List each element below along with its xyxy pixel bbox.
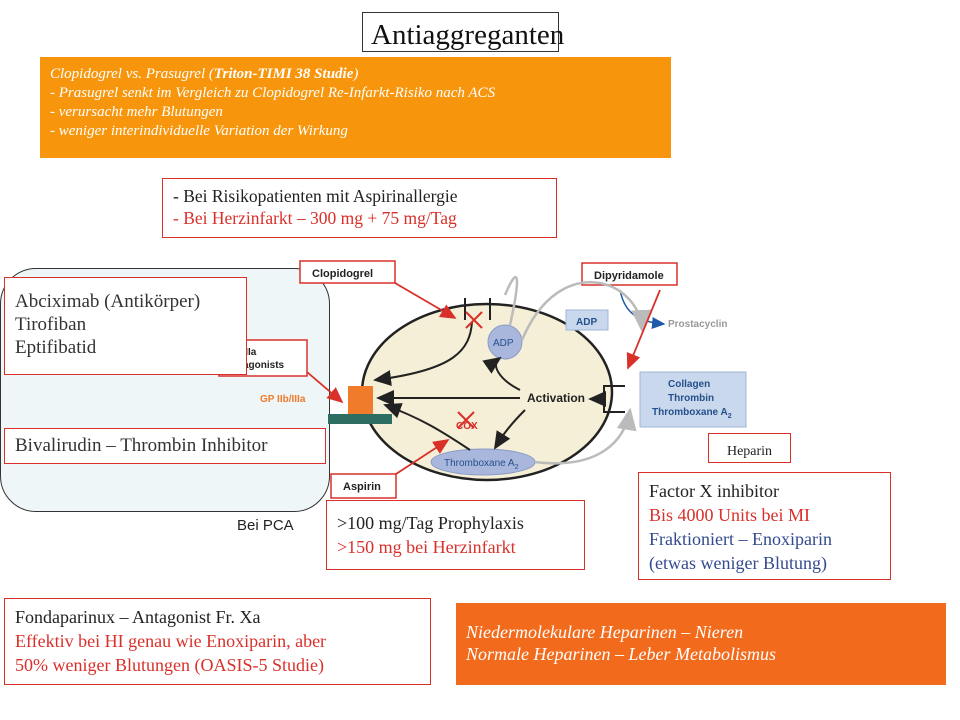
metabolism-line-2: Normale Heparinen – Leber Metabolismus [466,644,776,664]
risk-line-1: - Bei Risikopatienten mit Aspirinallergi… [173,186,458,206]
activation-to-cox-arrow [493,409,526,450]
adp-box [565,309,609,331]
bivalirudin-box: Bivalirudin – Thrombin Inhibitor [4,428,326,464]
gp-receptor-label: GP IIb/IIIa [260,394,306,405]
clopidogrel-label-box [299,260,396,284]
cox-block-x [457,411,475,429]
activation-label: Activation [527,391,585,405]
activation-to-adp-arrow [482,356,521,391]
thromboxane-release-arrow [534,407,637,465]
thromboxane-label: Thromboxane A2 [444,458,519,471]
fonda-line-2: Effektiv bei HI genau wie Enoxiparin, ab… [15,631,327,651]
drug-eptifibatid: Eptifibatid [15,337,97,358]
txa2-signal-arrow [383,403,471,451]
thrombin-label: Thrombin [668,393,714,404]
factor-x-inhibitor-box: Factor X inhibitor Bis 4000 Units bei MI… [638,472,891,580]
adp-circle-label: ADP [493,338,514,349]
prophylaxis-line: >100 mg/Tag Prophylaxis [337,513,524,533]
dipyridamole-label: Dipyridamole [594,270,664,282]
aspirin-label: Aspirin [343,481,381,493]
fibrinogen-membrane [328,414,392,424]
cox-label: COX [456,421,478,432]
heparin-metabolism-note: Niedermolekulare Heparinen – Nieren Norm… [456,603,946,685]
gp-antagonists-drug-list: Abciximab (Antikörper) Tirofiban Eptifib… [4,277,247,375]
dipyridamole-label-box [581,262,678,286]
clopidogrel-indication-box: - Bei Risikopatienten mit Aspirinallergi… [162,178,557,238]
factor-x-line-3: Fraktioniert – Enoxiparin [649,529,832,549]
drug-tirofiban: Tirofiban [15,314,87,335]
fonda-line-1: Fondaparinux – Antagonist Fr. Xa [15,607,261,627]
note-line-4: - weniger interindividuelle Variation de… [50,123,348,139]
gp-receptor-shape [348,386,373,414]
note-line-3: - verursacht mehr Blutungen [50,104,223,120]
study-name: Triton-TIMI 38 Studie [213,66,354,82]
collagen-label: Collagen [668,379,710,390]
adp-feedback-arrow [503,275,519,326]
thromboxane-agonist-label: Thromboxane A2 [652,407,732,420]
prostacyclin-label: Prostacyclin [668,319,727,330]
gp-antagonists-label-2: antagonists [228,360,285,371]
gp-antagonist-arrow [306,371,344,404]
aspirin-label-box [330,473,397,499]
adp-release-arrow [520,281,652,341]
clopidogrel-prasugrel-note: Clopidogrel vs. Prasugrel (Triton-TIMI 3… [40,57,671,158]
page-title: Antiaggreganten [362,12,564,52]
heparin-label-box: Heparin [708,433,791,463]
factor-x-line-4: (etwas weniger Blutung) [649,553,827,573]
dipyridamole-inhibit-arrow [626,289,661,370]
adp-receptor [464,298,491,320]
factor-x-line-1: Factor X inhibitor [649,481,779,501]
note-line-2: - Prasugrel senkt im Vergleich zu Clopid… [50,85,496,101]
aspirin-dosage-box: >100 mg/Tag Prophylaxis >150 mg bei Herz… [326,500,585,570]
adp-circle [487,324,523,360]
aspirin-inhibit-arrow [395,439,450,475]
metabolism-line-1: Niedermolekulare Heparinen – Nieren [466,622,744,642]
note-line-1: Clopidogrel vs. Prasugrel (Triton-TIMI 3… [50,66,359,82]
clopidogrel-inhibit-arrow [394,282,457,319]
pca-label: Bei PCA [237,517,294,534]
factor-x-line-2: Bis 4000 Units bei MI [649,505,811,525]
adp-box-label: ADP [576,317,597,328]
clopidogrel-label: Clopidogrel [312,268,373,280]
fonda-line-3: 50% weniger Blutungen (OASIS-5 Studie) [15,655,324,675]
agonists-box [639,371,747,428]
adp-signal-arrow [373,321,473,386]
clopidogrel-block-x [465,311,483,329]
fondaparinux-box: Fondaparinux – Antagonist Fr. Xa Effekti… [4,598,431,685]
drug-abciximab: Abciximab (Antikörper) [15,291,201,312]
risk-line-2: - Bei Herzinfarkt – 300 mg + 75 mg/Tag [173,208,457,228]
infarct-dose-line: >150 mg bei Herzinfarkt [337,537,516,557]
